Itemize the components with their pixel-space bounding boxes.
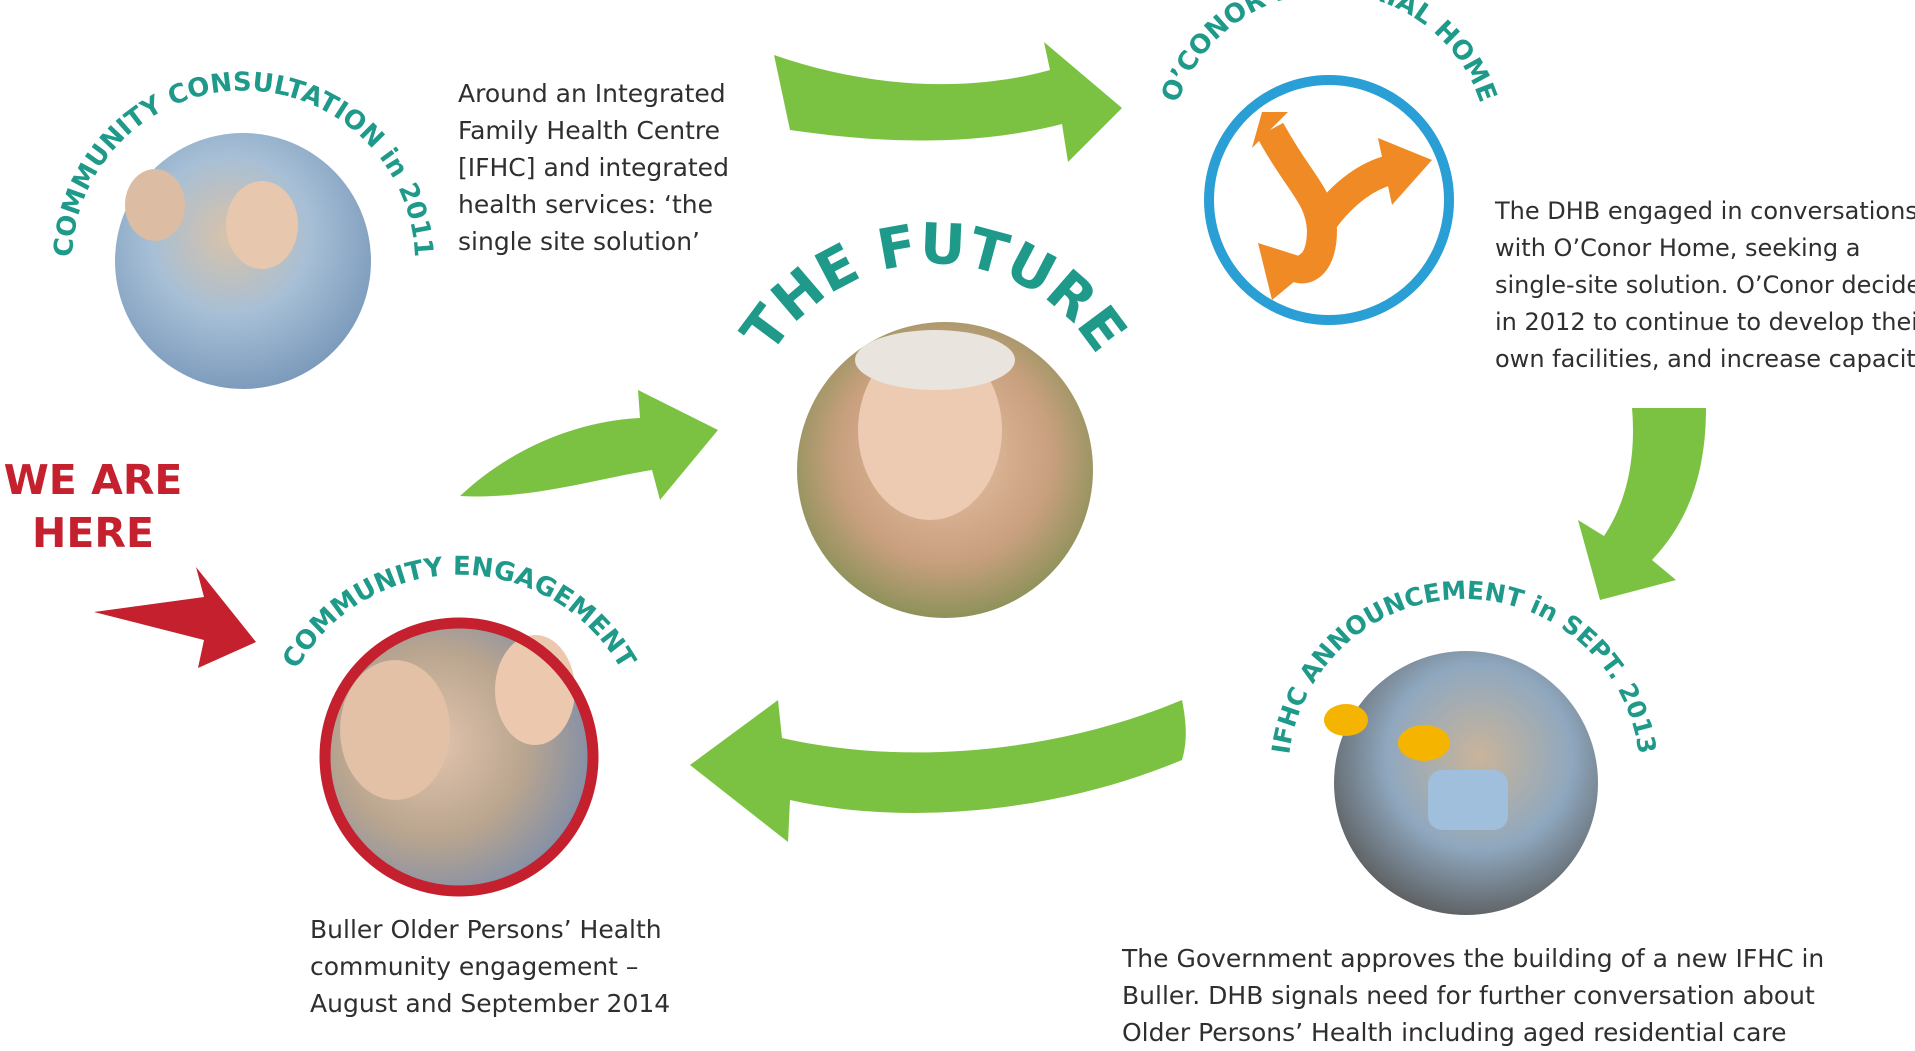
ifhc-description-line: Buller. DHB signals need for further con… (1122, 981, 1815, 1010)
cycle-arrow-ifhc-to-engagement (690, 700, 1186, 842)
oconor-description-line: single-site solution. O’Conor decided (1495, 271, 1915, 299)
consultation-description: Around an Integrated Family Health Centr… (458, 75, 729, 260)
consultation-description-line: health services: ‘the (458, 190, 714, 219)
oconor-description-line: in 2012 to continue to develop their (1495, 308, 1915, 336)
consultation-photo-figure (125, 169, 185, 241)
engagement-description-line: August and September 2014 (310, 989, 671, 1018)
oconor-description-line: The DHB engaged in conversations (1495, 197, 1915, 225)
ifhc-description-line: Older Persons’ Health including aged res… (1122, 1018, 1787, 1047)
ifhc-photo-worker (1428, 770, 1508, 830)
consultation-description-line: Around an Integrated (458, 79, 726, 108)
we-are-here-line: WE ARE (3, 456, 183, 504)
stage-oconor-memorial-home: O’CONOR MEMORIAL HOME (1156, 0, 1502, 325)
ifhc-photo-helmet (1398, 725, 1450, 761)
engagement-description: Buller Older Persons’ Health community e… (310, 911, 670, 1022)
ifhc-description: The Government approves the building of … (1122, 940, 1824, 1051)
diverging-arrows-icon (1252, 112, 1432, 300)
engagement-description-line: Buller Older Persons’ Health (310, 915, 662, 944)
consultation-description-line: Family Health Centre (458, 116, 721, 145)
engagement-ring (319, 617, 599, 897)
we-are-here-label: WE ARE HERE (0, 454, 186, 560)
we-are-here-pointer-arrow (94, 567, 256, 668)
future-photo-hair (855, 330, 1015, 390)
consultation-photo-figure (226, 181, 298, 269)
ifhc-description-line: The Government approves the building of … (1122, 944, 1825, 973)
stage-ifhc-announcement: IFHC ANNOUNCEMENT in SEPT. 2013 (1266, 576, 1662, 915)
ifhc-photo-helmet (1324, 704, 1368, 736)
oconor-description: The DHB engaged in conversations with O’… (1495, 193, 1915, 378)
stage-the-future: THE FUTURE (729, 212, 1139, 618)
cycle-arrow-engagement-to-future (460, 390, 718, 500)
cycle-arrow-consultation-to-oconor (774, 42, 1122, 162)
we-are-here-line: HERE (32, 509, 154, 557)
oconor-description-line: own facilities, and increase capacity (1495, 345, 1915, 373)
stage-community-engagement: COMMUNITY ENGAGEMENT (277, 552, 641, 897)
engagement-description-line: community engagement – (310, 952, 639, 981)
oconor-description-line: with O’Conor Home, seeking a (1495, 234, 1861, 262)
stage-community-consultation: COMMUNITY CONSULTATION in 2011 (49, 67, 438, 389)
engagement-photo-face (340, 660, 450, 800)
cycle-arrow-oconor-to-ifhc (1578, 408, 1706, 600)
consultation-description-line: [IFHC] and integrated (458, 153, 729, 182)
consultation-description-line: single site solution’ (458, 227, 701, 256)
